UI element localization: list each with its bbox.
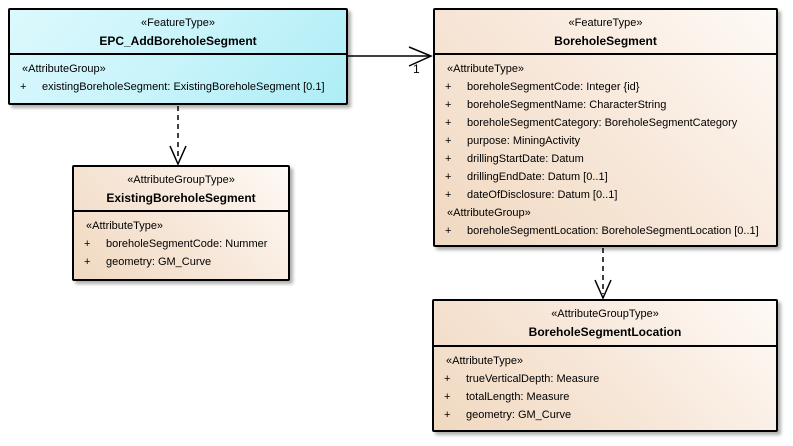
attribute-text: boreholeSegmentCode: Integer {id} — [467, 81, 640, 93]
visibility-marker: + — [445, 189, 452, 201]
attribute-text: purpose: MiningActivity — [467, 135, 581, 147]
class-stereotype: «FeatureType» — [568, 17, 643, 29]
attribute-text: geometry: GM_Curve — [466, 409, 572, 421]
attribute-text: trueVerticalDepth: Measure — [466, 373, 600, 385]
class-header: «AttributeGroupType» BoreholeSegmentLoca… — [434, 301, 776, 347]
multiplicity-label: 1 — [413, 62, 420, 76]
attribute-row: + totalLength: Measure — [434, 388, 776, 406]
class-name: ExistingBoreholeSegment — [106, 191, 256, 205]
attribute-row: + boreholeSegmentCategory: BoreholeSegme… — [435, 114, 776, 132]
visibility-marker: + — [445, 117, 452, 129]
attribute-compartment: «AttributeType» + boreholeSegmentCode: N… — [74, 212, 288, 271]
attribute-text: existingBoreholeSegment: ExistingBorehol… — [42, 81, 325, 93]
attribute-row: + geometry: GM_Curve — [434, 406, 776, 424]
attribute-compartment: «AttributeType» + trueVerticalDepth: Mea… — [434, 347, 776, 424]
attribute-text: drillingStartDate: Datum — [467, 153, 584, 165]
stereotype-row: «AttributeType» — [447, 63, 525, 75]
class-stereotype: «AttributeGroupType» — [127, 174, 235, 186]
visibility-marker: + — [444, 373, 451, 385]
visibility-marker: + — [445, 99, 452, 111]
attribute-text: geometry: GM_Curve — [106, 256, 212, 268]
attribute-row: + drillingStartDate: Datum — [435, 150, 776, 168]
attribute-row: + geometry: GM_Curve — [74, 253, 288, 271]
attribute-text: drillingEndDate: Datum [0..1] — [467, 171, 608, 183]
attribute-text: boreholeSegmentCategory: BoreholeSegment… — [467, 117, 738, 129]
attribute-text: totalLength: Measure — [466, 391, 570, 403]
attribute-text: boreholeSegmentCode: Nummer — [106, 238, 268, 250]
attribute-text: boreholeSegmentLocation: BoreholeSegment… — [467, 225, 759, 237]
attribute-compartment: «AttributeType» + boreholeSegmentCode: I… — [435, 55, 776, 240]
stereotype-row: «AttributeGroup» — [22, 63, 106, 75]
stereotype-row: «AttributeGroup» — [447, 207, 531, 219]
dependency-line-boreholesegment-to-location[interactable] — [594, 248, 612, 300]
class-existingboreholesegment[interactable]: «AttributeGroupType» ExistingBoreholeSeg… — [72, 165, 290, 281]
open-arrowhead-icon — [408, 46, 433, 67]
visibility-marker: + — [445, 153, 452, 165]
class-name: BoreholeSegment — [554, 34, 657, 48]
association-line-epc-to-boreholesegment[interactable] — [348, 46, 433, 67]
attribute-row: + boreholeSegmentCode: Nummer — [74, 235, 288, 253]
visibility-marker: + — [20, 81, 27, 93]
class-name: BoreholeSegmentLocation — [528, 325, 682, 339]
class-epc-addboreholesegment[interactable]: «FeatureType» EPC_AddBoreholeSegment «At… — [8, 8, 348, 105]
visibility-marker: + — [445, 81, 452, 93]
attribute-text: dateOfDisclosure: Datum [0..1] — [467, 189, 618, 201]
visibility-marker: + — [444, 391, 451, 403]
attribute-row: + boreholeSegmentName: CharacterString — [435, 96, 776, 114]
visibility-marker: + — [444, 409, 451, 421]
open-arrowhead-icon — [169, 145, 187, 166]
attribute-row: + purpose: MiningActivity — [435, 132, 776, 150]
attribute-row: + boreholeSegmentCode: Integer {id} — [435, 78, 776, 96]
class-stereotype: «AttributeGroupType» — [551, 308, 659, 320]
visibility-marker: + — [84, 256, 91, 268]
attribute-compartment: «AttributeGroup» + existingBoreholeSegme… — [10, 55, 346, 96]
attribute-text: boreholeSegmentName: CharacterString — [467, 99, 667, 111]
attribute-row: + boreholeSegmentLocation: BoreholeSegme… — [435, 222, 776, 240]
class-header: «FeatureType» EPC_AddBoreholeSegment — [10, 10, 346, 55]
attribute-row: + dateOfDisclosure: Datum [0..1] — [435, 186, 776, 204]
class-boreholesegmentlocation[interactable]: «AttributeGroupType» BoreholeSegmentLoca… — [432, 299, 778, 432]
stereotype-row: «AttributeType» — [86, 220, 164, 232]
attribute-row: + trueVerticalDepth: Measure — [434, 370, 776, 388]
visibility-marker: + — [445, 135, 452, 147]
class-stereotype: «FeatureType» — [141, 17, 215, 29]
visibility-marker: + — [445, 225, 452, 237]
open-arrowhead-icon — [594, 279, 612, 300]
visibility-marker: + — [84, 238, 91, 250]
class-boreholesegment[interactable]: «FeatureType» BoreholeSegment «Attribute… — [433, 8, 778, 247]
stereotype-row: «AttributeType» — [446, 355, 524, 367]
class-header: «FeatureType» BoreholeSegment — [435, 10, 776, 55]
dependency-line-epc-to-existing[interactable] — [169, 106, 187, 166]
attribute-row: + drillingEndDate: Datum [0..1] — [435, 168, 776, 186]
attribute-row: + existingBoreholeSegment: ExistingBoreh… — [10, 78, 346, 96]
class-header: «AttributeGroupType» ExistingBoreholeSeg… — [74, 167, 288, 212]
visibility-marker: + — [445, 171, 452, 183]
class-name: EPC_AddBoreholeSegment — [99, 34, 257, 48]
